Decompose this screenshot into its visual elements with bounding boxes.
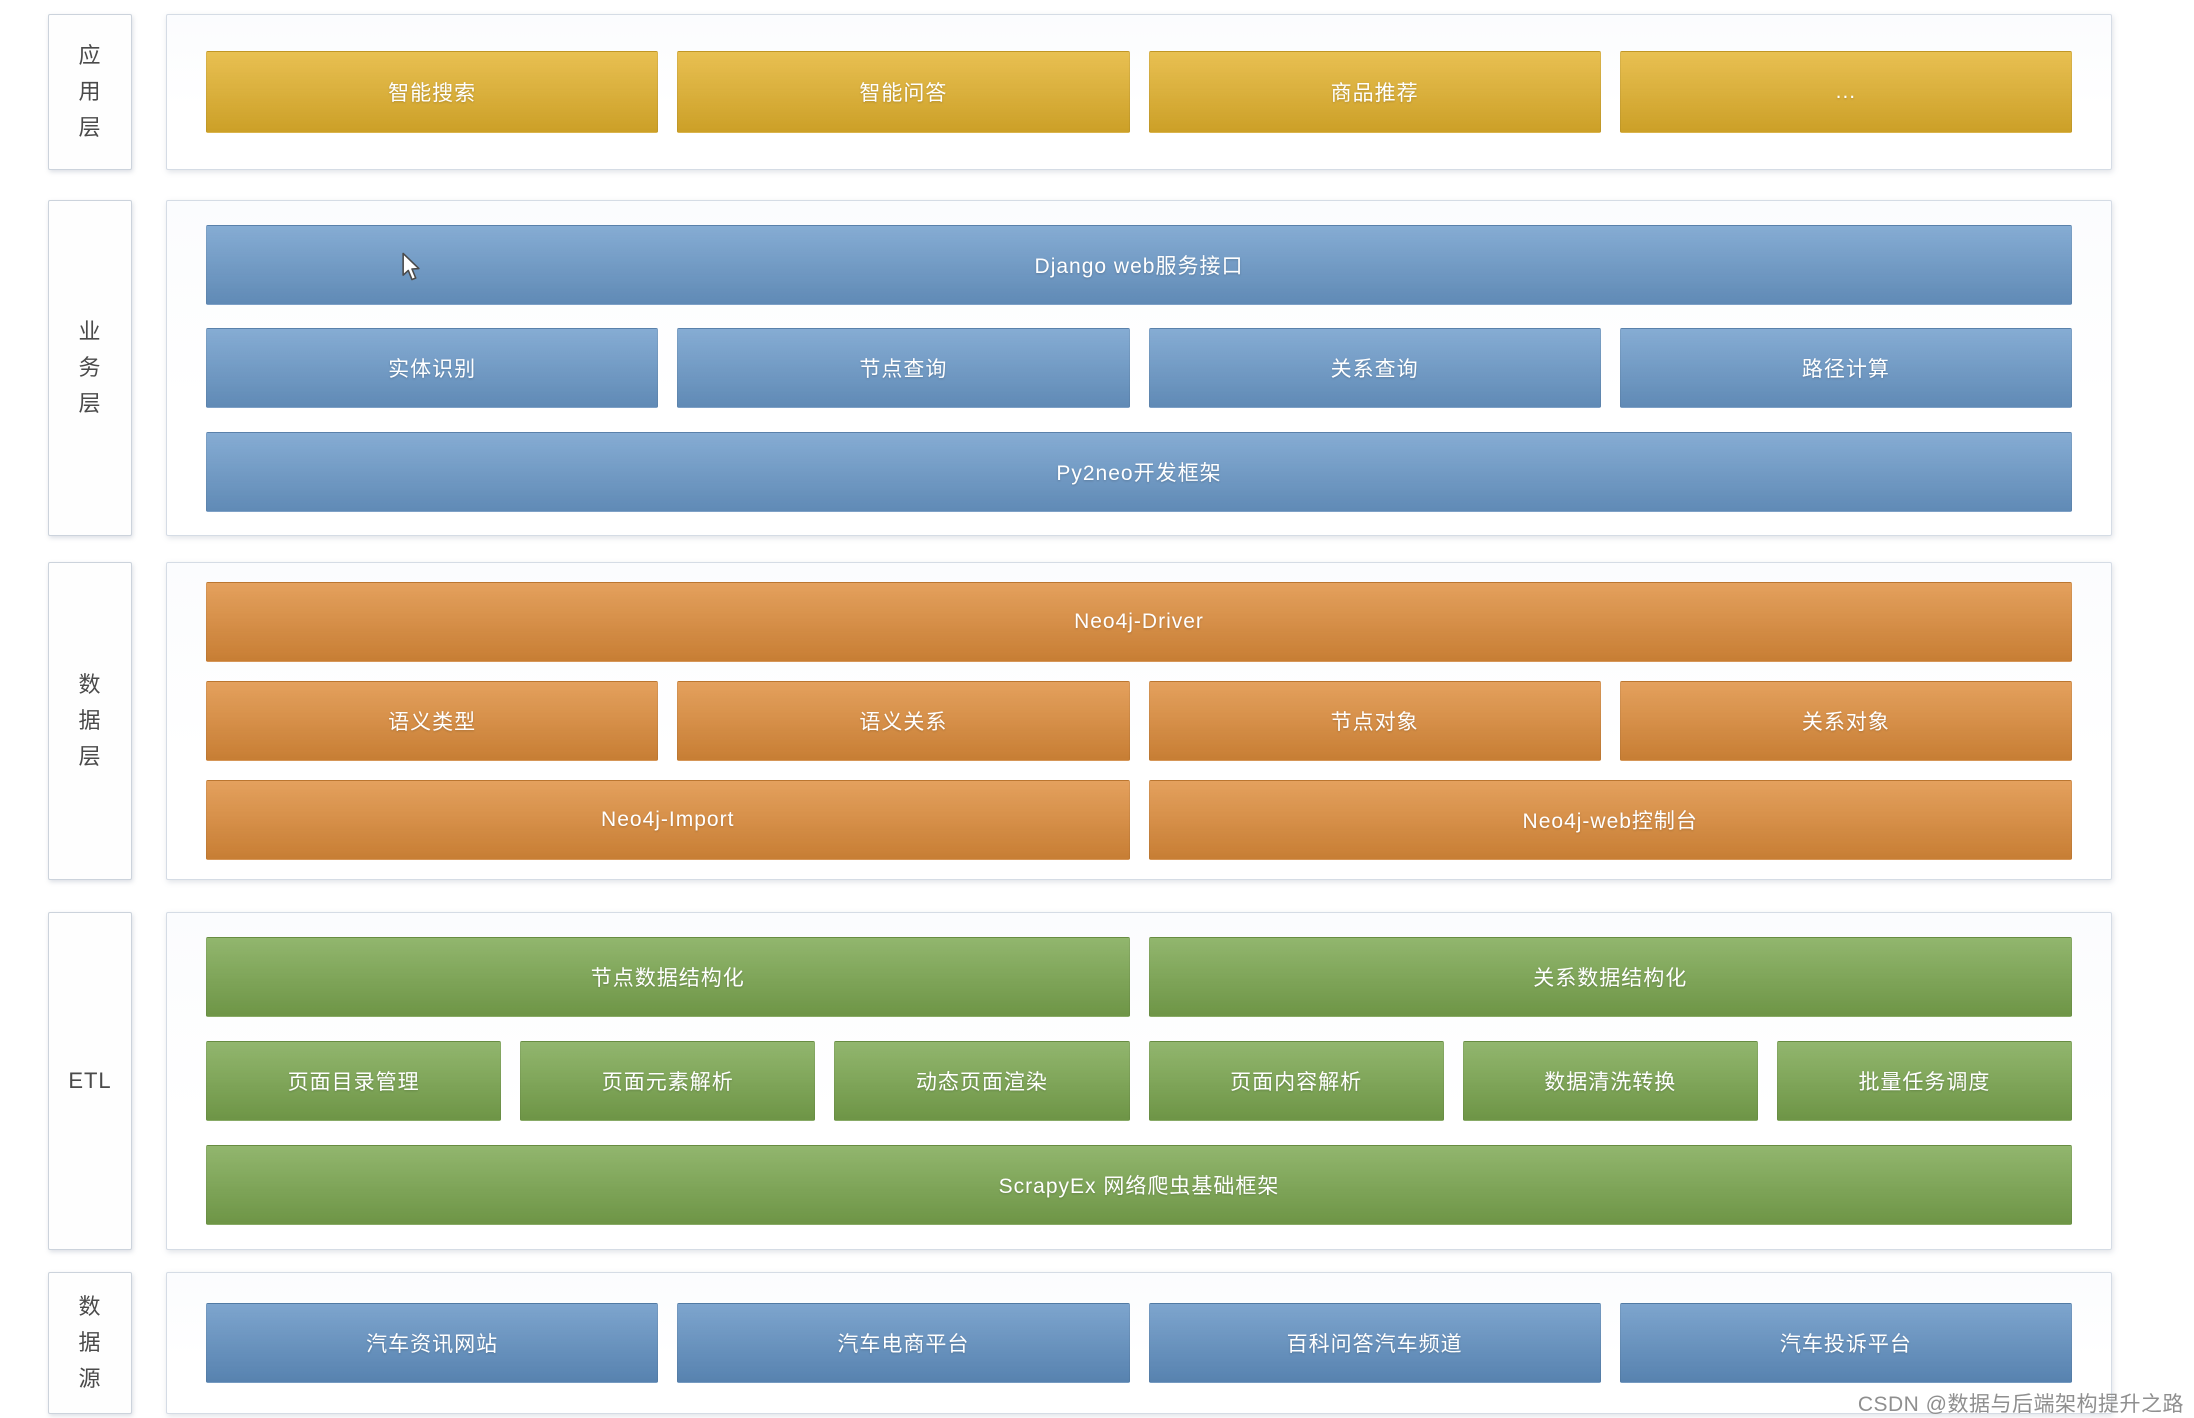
diagram-row: 智能搜索智能问答商品推荐... bbox=[206, 51, 2072, 133]
layer-section-datasource: 汽车资讯网站汽车电商平台百科问答汽车频道汽车投诉平台 bbox=[166, 1272, 2112, 1414]
diagram-block: 智能搜索 bbox=[206, 51, 659, 133]
diagram-block: 语义关系 bbox=[677, 681, 1130, 761]
diagram-block: 路径计算 bbox=[1619, 328, 2072, 408]
layer-section-data: Neo4j-Driver 语义类型语义关系节点对象关系对象 Neo4j-Import… bbox=[166, 562, 2112, 880]
diagram-row: 页面目录管理页面元素解析动态页面渲染页面内容解析数据清洗转换批量任务调度 bbox=[206, 1041, 2073, 1121]
diagram-row: ScrapyEx 网络爬虫基础框架 bbox=[206, 1145, 2072, 1225]
diagram-block: 关系数据结构化 bbox=[1148, 937, 2072, 1017]
diagram-block: 页面内容解析 bbox=[1148, 1041, 1444, 1121]
diagram-block: Neo4j-web控制台 bbox=[1148, 780, 2072, 860]
layer-label-business: 业务层 bbox=[48, 200, 132, 536]
diagram-block: 实体识别 bbox=[206, 328, 659, 408]
diagram-row: Py2neo开发框架 bbox=[206, 431, 2072, 512]
diagram-block: Py2neo开发框架 bbox=[206, 431, 2072, 512]
layer-label-data: 数据层 bbox=[48, 562, 132, 880]
layer-section-application: 智能搜索智能问答商品推荐... bbox=[166, 14, 2112, 170]
diagram-row: 语义类型语义关系节点对象关系对象 bbox=[206, 681, 2072, 761]
diagram-block: 汽车投诉平台 bbox=[1619, 1303, 2072, 1383]
diagram-block: 节点数据结构化 bbox=[206, 937, 1130, 1017]
csdn-watermark: CSDN @数据与后端架构提升之路 bbox=[1857, 1393, 2184, 1416]
diagram-block: Neo4j-Import bbox=[206, 780, 1130, 860]
diagram-block: 批量任务调度 bbox=[1776, 1041, 2073, 1121]
diagram-block: 语义类型 bbox=[206, 681, 659, 761]
diagram-block: 关系对象 bbox=[1619, 681, 2072, 761]
diagram-block: 节点查询 bbox=[677, 328, 1130, 408]
diagram-row: 实体识别节点查询关系查询路径计算 bbox=[206, 328, 2072, 408]
diagram-block: 商品推荐 bbox=[1148, 51, 1601, 133]
diagram-row: Neo4j-Driver bbox=[206, 582, 2072, 662]
diagram-block: 页面元素解析 bbox=[520, 1041, 816, 1121]
diagram-row: 节点数据结构化关系数据结构化 bbox=[206, 937, 2072, 1017]
layer-section-etl: 节点数据结构化关系数据结构化页面目录管理页面元素解析动态页面渲染页面内容解析数据… bbox=[166, 912, 2112, 1250]
layer-section-business: Django web服务接口实体识别节点查询关系查询路径计算 Py2neo开发框架 bbox=[166, 200, 2112, 536]
diagram-block: 节点对象 bbox=[1148, 681, 1601, 761]
diagram-block: 智能问答 bbox=[677, 51, 1130, 133]
diagram-block: 数据清洗转换 bbox=[1462, 1041, 1758, 1121]
mouse-cursor-icon bbox=[402, 252, 420, 281]
diagram-block: 百科问答汽车频道 bbox=[1148, 1303, 1601, 1383]
diagram-block: Django web服务接口 bbox=[206, 224, 2072, 305]
diagram-block: ScrapyEx 网络爬虫基础框架 bbox=[206, 1145, 2072, 1225]
diagram-block: 页面目录管理 bbox=[206, 1041, 502, 1121]
diagram-block: ... bbox=[1619, 51, 2072, 133]
diagram-block: 汽车电商平台 bbox=[677, 1303, 1130, 1383]
diagram-block: 汽车资讯网站 bbox=[206, 1303, 659, 1383]
diagram-row: Django web服务接口 bbox=[206, 224, 2072, 305]
diagram-block: 动态页面渲染 bbox=[834, 1041, 1130, 1121]
layer-label-etl: ETL bbox=[48, 912, 132, 1250]
diagram-block: 关系查询 bbox=[1148, 328, 1601, 408]
layer-label-datasource: 数据源 bbox=[48, 1272, 132, 1414]
diagram-row: 汽车资讯网站汽车电商平台百科问答汽车频道汽车投诉平台 bbox=[206, 1303, 2072, 1383]
layer-label-application: 应用层 bbox=[48, 14, 132, 170]
diagram-block: Neo4j-Driver bbox=[206, 582, 2072, 662]
